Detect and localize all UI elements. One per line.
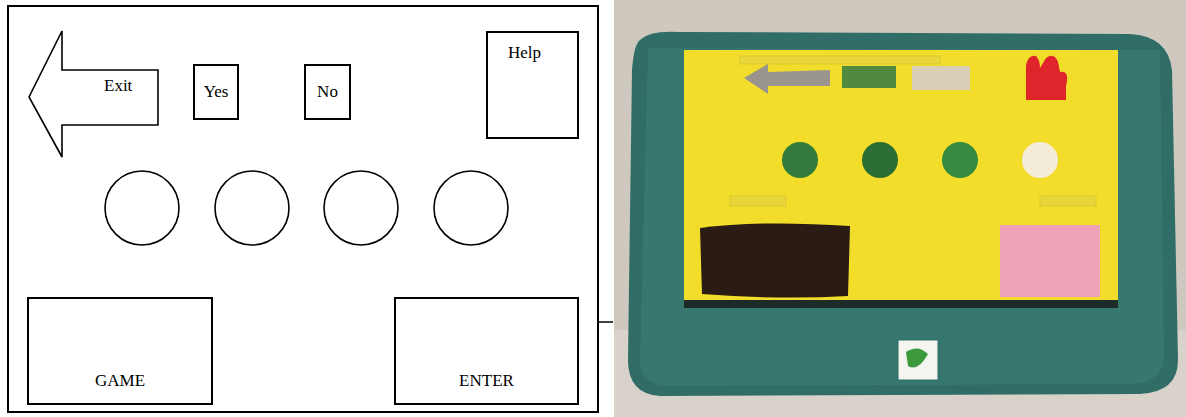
key-label: Help — [508, 43, 541, 63]
key-label: Exit — [104, 76, 132, 96]
game-key: GAME — [27, 297, 213, 405]
leader-line — [598, 321, 613, 323]
help-key: Help — [486, 31, 579, 139]
overlay-frame — [8, 6, 598, 412]
yes-key: Yes — [193, 64, 239, 120]
key-label: No — [317, 82, 338, 102]
no-key: No — [304, 64, 351, 120]
key-label: ENTER — [459, 371, 514, 391]
exit-arrow: Exit — [28, 30, 159, 158]
enter-key: ENTER — [394, 297, 579, 405]
arrow-outline — [28, 30, 159, 158]
key-label: GAME — [95, 371, 145, 391]
tactile-circles — [105, 171, 508, 245]
key-label: Yes — [204, 82, 229, 102]
keyboard-photo — [614, 0, 1186, 417]
